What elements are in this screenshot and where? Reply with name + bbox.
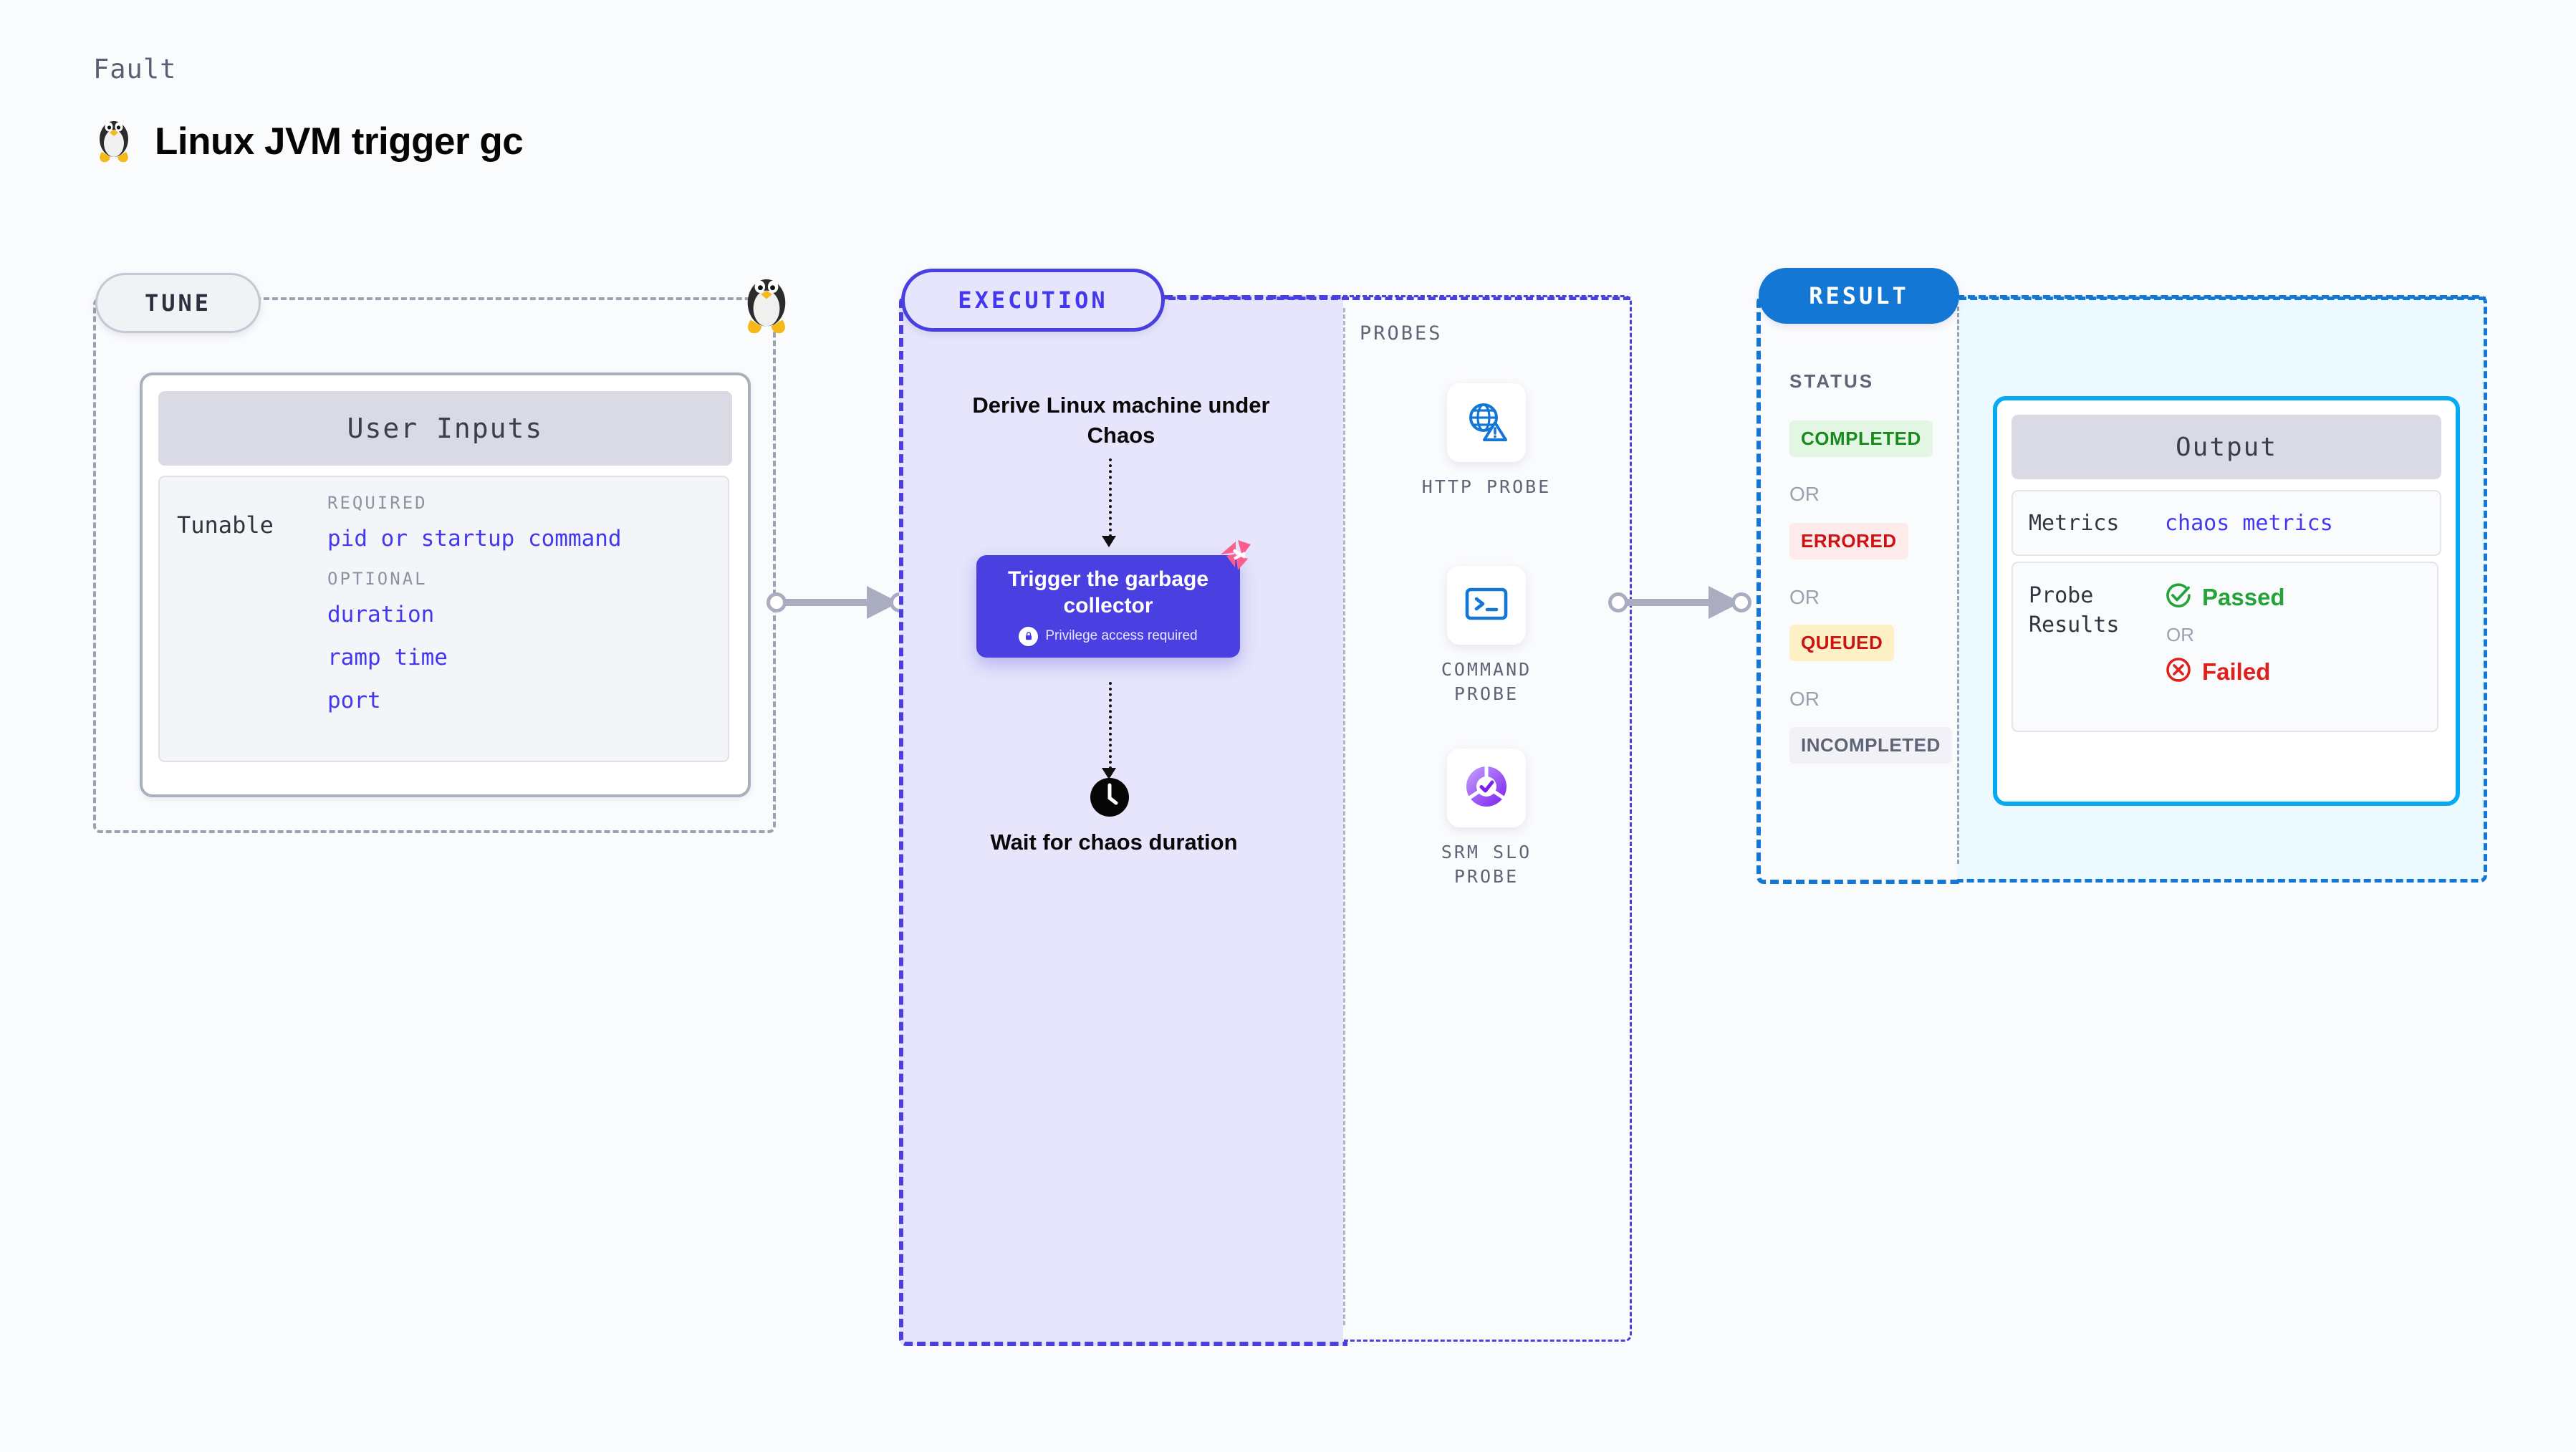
probe-item-command[interactable]: COMMAND PROBE bbox=[1415, 566, 1558, 706]
status-badge-completed: COMPLETED bbox=[1789, 420, 1933, 457]
status-or-label: OR bbox=[1789, 688, 1820, 710]
slo-check-icon bbox=[1464, 764, 1509, 812]
metrics-label: Metrics bbox=[2029, 510, 2120, 536]
probe-result-or-label: OR bbox=[2166, 624, 2194, 645]
tunable-item-ramp-time[interactable]: ramp time bbox=[327, 645, 448, 670]
flow-arrow-2 bbox=[1109, 682, 1112, 769]
probe-card[interactable] bbox=[1447, 566, 1526, 645]
probe-item-http[interactable]: HTTP PROBE bbox=[1415, 383, 1558, 499]
execution-step-derive: Derive Linux machine under Chaos bbox=[972, 393, 1270, 448]
result-pill[interactable]: RESULT bbox=[1759, 268, 1959, 324]
probe-result-passed-label: Passed bbox=[2202, 583, 2285, 610]
metrics-value[interactable]: chaos metrics bbox=[2165, 510, 2333, 536]
harness-logo-icon bbox=[1216, 537, 1254, 573]
tunable-section: Tunable REQUIRED pid or startup command … bbox=[158, 476, 729, 762]
terminal-prompt-icon bbox=[1464, 585, 1509, 627]
execution-probes-divider bbox=[1343, 308, 1345, 1325]
execution-step-wait: Wait for chaos duration bbox=[990, 830, 1238, 855]
probe-results-row: Probe Results Passed OR bbox=[2012, 562, 2438, 732]
output-card-header: Output bbox=[2012, 415, 2441, 479]
lock-icon bbox=[1019, 626, 1039, 646]
tune-to-execution-connector bbox=[766, 577, 910, 627]
status-or-label: OR bbox=[1789, 483, 1820, 505]
probe-item-srm-slo[interactable]: SRM SLO PROBE bbox=[1415, 749, 1558, 889]
execution-to-result-connector bbox=[1608, 577, 1751, 627]
flow-arrow-1-head bbox=[1102, 536, 1116, 547]
required-caption: REQUIRED bbox=[327, 493, 428, 513]
probe-results-label: Probe Results bbox=[2029, 583, 2120, 638]
probe-label: SRM SLO PROBE bbox=[1441, 842, 1532, 887]
probe-results-values: Passed OR Failed bbox=[2165, 582, 2285, 731]
probe-result-passed: Passed bbox=[2165, 582, 2285, 612]
execution-top-connector bbox=[1158, 297, 1630, 300]
probe-label: HTTP PROBE bbox=[1421, 476, 1552, 497]
user-inputs-header: User Inputs bbox=[158, 391, 732, 466]
linux-penguin-icon bbox=[93, 115, 135, 168]
probes-caption: PROBES bbox=[1360, 322, 1443, 345]
globe-alert-icon bbox=[1464, 399, 1509, 447]
probe-card[interactable] bbox=[1447, 383, 1526, 462]
tune-pill[interactable]: TUNE bbox=[95, 273, 261, 333]
tunable-label: Tunable bbox=[177, 511, 274, 539]
status-badge-errored: ERRORED bbox=[1789, 523, 1908, 559]
tunable-item-duration[interactable]: duration bbox=[327, 602, 435, 628]
result-top-connector bbox=[1959, 297, 2486, 300]
probe-label: COMMAND PROBE bbox=[1441, 659, 1532, 704]
status-or-label: OR bbox=[1789, 586, 1820, 608]
privilege-note-text: Privilege access required bbox=[1045, 628, 1198, 644]
optional-caption: OPTIONAL bbox=[327, 569, 428, 589]
probe-result-failed: Failed bbox=[2165, 656, 2285, 687]
check-circle-icon bbox=[2165, 582, 2192, 612]
page-title-row: Linux JVM trigger gc bbox=[93, 115, 524, 168]
clock-icon bbox=[1090, 777, 1130, 817]
x-circle-icon bbox=[2165, 656, 2192, 687]
flow-arrow-1 bbox=[1109, 458, 1112, 537]
flow-arrow-2-head bbox=[1102, 768, 1116, 779]
probe-result-failed-label: Failed bbox=[2202, 658, 2271, 685]
result-panel bbox=[1756, 295, 1961, 884]
result-output-divider bbox=[1957, 307, 1959, 864]
probe-card[interactable] bbox=[1447, 749, 1526, 827]
tune-panel bbox=[93, 297, 776, 833]
status-badge-queued: QUEUED bbox=[1789, 625, 1895, 661]
privilege-note-row: Privilege access required bbox=[1019, 626, 1198, 646]
tunable-item-pid[interactable]: pid or startup command bbox=[327, 526, 622, 552]
tunable-item-port[interactable]: port bbox=[327, 688, 381, 713]
linux-penguin-icon bbox=[738, 271, 795, 337]
execution-pill[interactable]: EXECUTION bbox=[901, 269, 1165, 332]
user-inputs-card: User Inputs Tunable REQUIRED pid or star… bbox=[140, 372, 751, 797]
tunable-groups: REQUIRED pid or startup command OPTIONAL… bbox=[327, 493, 728, 761]
trigger-garbage-collector-node[interactable]: Trigger the garbage collector Privilege … bbox=[976, 555, 1240, 658]
page-title: Linux JVM trigger gc bbox=[155, 120, 524, 163]
page-fault-label: Fault bbox=[93, 54, 177, 85]
trigger-node-title: Trigger the garbage collector bbox=[1007, 567, 1209, 617]
status-caption: STATUS bbox=[1789, 370, 1875, 392]
output-card: Output Metrics chaos metrics Probe Resul… bbox=[1993, 396, 2460, 806]
metrics-row: Metrics chaos metrics bbox=[2012, 490, 2441, 556]
execution-panel bbox=[899, 295, 1347, 1346]
status-badge-incompleted: INCOMPLETED bbox=[1789, 727, 1952, 764]
